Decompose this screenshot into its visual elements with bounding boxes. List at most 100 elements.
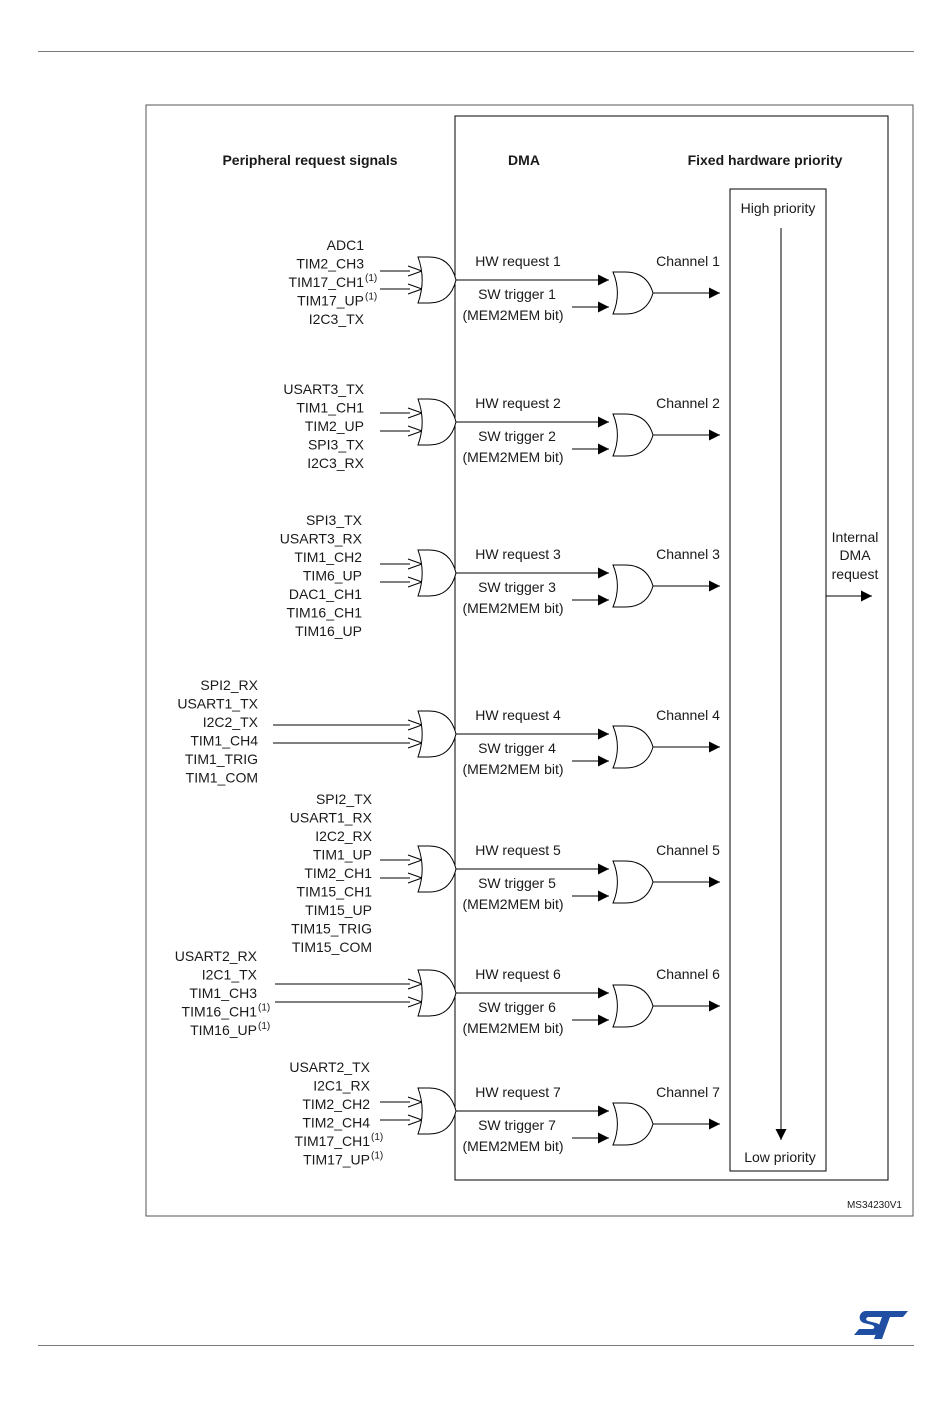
bundle-arrowhead <box>407 737 424 749</box>
hw-request-label: HW request 7 <box>475 1084 561 1100</box>
bundle-arrowhead <box>407 407 424 419</box>
signal-label: ADC1 <box>327 237 365 253</box>
signal-footnote: (1) <box>371 1132 383 1143</box>
low-priority-label: Low priority <box>744 1149 816 1165</box>
signal-label: I2C1_RX <box>313 1078 370 1094</box>
bundle-arrowhead <box>407 854 424 866</box>
priority-box <box>729 188 827 1172</box>
hw-request-label: HW request 4 <box>475 707 561 723</box>
signal-label: TIM2_CH4 <box>302 1115 370 1131</box>
signal-label: USART1_TX <box>177 696 258 712</box>
bundle-arrowhead <box>407 872 424 884</box>
internal-dma-request-line3: request <box>832 566 879 582</box>
hw-request-label: HW request 3 <box>475 546 561 562</box>
channel-label: Channel 3 <box>656 546 720 562</box>
peripheral-or-gate <box>417 1087 457 1135</box>
hw-request-label: HW request 6 <box>475 966 561 982</box>
channel-group-5: SPI2_TXUSART1_RXI2C2_RXTIM1_UPTIM2_CH1TI… <box>290 791 720 955</box>
sw-trigger-note: (MEM2MEM bit) <box>462 761 563 777</box>
sw-trigger-note: (MEM2MEM bit) <box>462 896 563 912</box>
signal-label: DAC1_CH1 <box>289 586 362 602</box>
bundle-arrowhead <box>407 978 424 990</box>
signal-label: TIM1_CH1 <box>296 400 364 416</box>
signal-label: TIM1_CH4 <box>190 733 258 749</box>
peripheral-or-gate <box>417 845 457 893</box>
channel-or-gate <box>612 725 654 769</box>
signal-label: USART2_TX <box>289 1059 370 1075</box>
header-rule <box>38 51 914 52</box>
figure-frame <box>145 104 914 1217</box>
signal-label: TIM1_CH2 <box>294 549 362 565</box>
channel-group-2: USART3_TXTIM1_CH1TIM2_UPSPI3_TXI2C3_RXHW… <box>283 381 720 471</box>
channel-group-3: SPI3_TXUSART3_RXTIM1_CH2TIM6_UPDAC1_CH1T… <box>280 512 720 639</box>
bundle-arrowhead <box>407 558 424 570</box>
channel-label: Channel 7 <box>656 1084 720 1100</box>
signal-label: I2C1_TX <box>202 967 258 983</box>
peripheral-or-gate <box>417 549 457 597</box>
st-logo-icon <box>854 1311 908 1339</box>
hw-request-label: HW request 1 <box>475 253 561 269</box>
signal-footnote: (1) <box>365 292 377 303</box>
sw-trigger-label: SW trigger 5 <box>478 875 556 891</box>
signal-label: TIM15_TRIG <box>291 921 372 937</box>
channel-or-gate <box>612 1102 654 1146</box>
bundle-arrowhead <box>407 996 424 1008</box>
figure-id: MS34230V1 <box>847 1200 902 1211</box>
signal-footnote: (1) <box>365 273 377 284</box>
footer-rule <box>38 1345 914 1346</box>
sw-trigger-note: (MEM2MEM bit) <box>462 600 563 616</box>
signal-footnote: (1) <box>258 1021 270 1032</box>
sw-trigger-label: SW trigger 6 <box>478 999 556 1015</box>
channel-or-gate <box>612 413 654 457</box>
dma-block <box>454 115 889 1181</box>
sw-trigger-label: SW trigger 7 <box>478 1117 556 1133</box>
signal-label: TIM16_CH1 <box>182 1004 258 1020</box>
signal-label: TIM2_CH2 <box>302 1096 370 1112</box>
signal-footnote: (1) <box>371 1151 383 1162</box>
signal-label: TIM17_CH1 <box>289 274 365 290</box>
signal-label: TIM1_COM <box>186 770 258 786</box>
high-priority-label: High priority <box>741 200 816 216</box>
signal-label: TIM17_UP <box>303 1152 370 1168</box>
peripheral-or-gate <box>417 969 457 1017</box>
signal-label: TIM17_CH1 <box>295 1133 371 1149</box>
signal-label: TIM16_UP <box>190 1022 257 1038</box>
signal-footnote: (1) <box>258 1003 270 1014</box>
signal-label: TIM2_UP <box>305 418 364 434</box>
channel-or-gate <box>612 984 654 1028</box>
signal-label: TIM15_UP <box>305 902 372 918</box>
sw-trigger-note: (MEM2MEM bit) <box>462 449 563 465</box>
channel-label: Channel 6 <box>656 966 720 982</box>
channel-or-gate <box>612 564 654 608</box>
signal-label: TIM1_TRIG <box>185 751 258 767</box>
sw-trigger-note: (MEM2MEM bit) <box>462 307 563 323</box>
channel-group-1: ADC1TIM2_CH3TIM17_CH1(1)TIM17_UP(1)I2C3_… <box>289 237 721 327</box>
channel-label: Channel 1 <box>656 253 720 269</box>
channel-label: Channel 5 <box>656 842 720 858</box>
channel-label: Channel 2 <box>656 395 720 411</box>
bundle-arrowhead <box>407 283 424 295</box>
header-dma: DMA <box>508 152 540 168</box>
bundle-arrowhead <box>407 719 424 731</box>
signal-label: SPI3_TX <box>306 512 363 528</box>
bundle-arrowhead <box>407 1096 424 1108</box>
signal-label: TIM1_CH3 <box>189 985 257 1001</box>
signal-label: USART1_RX <box>290 810 373 826</box>
peripheral-or-gate <box>417 256 457 304</box>
internal-dma-request-line2: DMA <box>839 547 871 563</box>
sw-trigger-label: SW trigger 1 <box>478 286 556 302</box>
channel-label: Channel 4 <box>656 707 720 723</box>
signal-label: I2C3_TX <box>309 311 365 327</box>
channel-or-gate <box>612 860 654 904</box>
signal-label: SPI2_TX <box>316 791 373 807</box>
signal-label: I2C2_TX <box>203 714 259 730</box>
sw-trigger-label: SW trigger 4 <box>478 740 556 756</box>
signal-label: TIM16_CH1 <box>287 605 363 621</box>
bundle-arrowhead <box>407 265 424 277</box>
sw-trigger-note: (MEM2MEM bit) <box>462 1020 563 1036</box>
sw-trigger-note: (MEM2MEM bit) <box>462 1138 563 1154</box>
signal-label: USART3_TX <box>283 381 364 397</box>
signal-label: USART2_RX <box>175 948 258 964</box>
sw-trigger-label: SW trigger 3 <box>478 579 556 595</box>
signal-label: I2C2_RX <box>315 828 372 844</box>
